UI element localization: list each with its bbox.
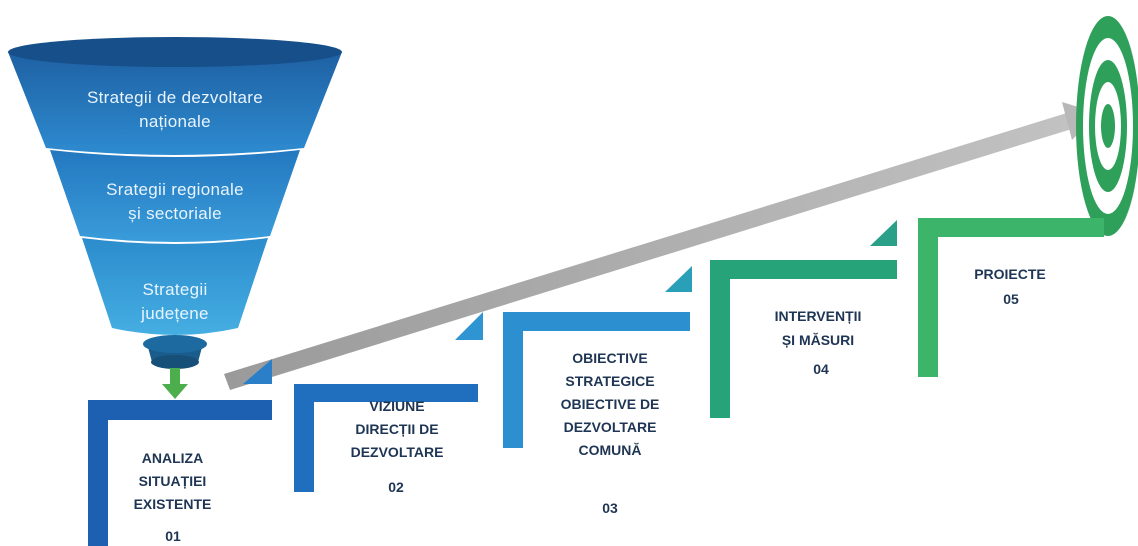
funnel-level-1-line-1: Strategii de dezvoltare: [86, 88, 264, 107]
step-bracket-02: [243, 359, 478, 492]
step-04-label: INTERVENȚII ȘI MĂSURI: [748, 304, 888, 352]
funnel: [8, 37, 342, 369]
funnel-level-1-line-2: naționale: [139, 112, 211, 131]
step-03-line-3: OBIECTIVE DE: [560, 396, 660, 412]
step-03-line-5: COMUNĂ: [578, 442, 642, 458]
funnel-level-3-line-2: județene: [141, 304, 209, 323]
down-arrow: [162, 368, 188, 399]
funnel-neck-bottom: [151, 355, 199, 369]
step-01-number: 01: [165, 528, 181, 544]
step-03-line-1: OBIECTIVE: [572, 350, 648, 366]
funnel-level-2-text: Srategii regionale și sectoriale: [76, 178, 274, 226]
step-03-label: OBIECTIVE STRATEGICE OBIECTIVE DE DEZVOL…: [530, 347, 690, 462]
step-01-line-2: SITUAȚIEI: [138, 473, 207, 489]
step-05-number: 05: [1003, 291, 1019, 307]
step-01-label: ANALIZA SITUAȚIEI EXISTENTE: [110, 447, 235, 516]
step-03-number: 03: [602, 500, 618, 516]
step-02-line-1: VIZIUNE: [369, 398, 425, 414]
step-01-line-3: EXISTENTE: [133, 496, 212, 512]
step-05-line-1: PROIECTE: [974, 266, 1046, 282]
step-02-number: 02: [388, 479, 404, 495]
step-05-label: PROIECTE: [955, 262, 1065, 286]
funnel-top-rim: [8, 37, 342, 67]
step-bracket-04: [665, 260, 897, 418]
funnel-level-3-line-1: Strategii: [142, 280, 208, 299]
step-bracket-01: [88, 400, 272, 546]
funnel-level-2-line-1: Srategii regionale: [106, 180, 244, 199]
step-03-line-2: STRATEGICE: [565, 373, 655, 389]
step-04-line-1: INTERVENȚII: [774, 308, 862, 324]
step-bracket-05: [870, 218, 1104, 377]
step-02-label: VIZIUNE DIRECȚII DE DEZVOLTARE: [322, 395, 472, 464]
funnel-level-3-text: Strategii județene: [110, 278, 240, 326]
funnel-level-1: [8, 41, 342, 155]
step-02-line-2: DIRECȚII DE: [355, 421, 439, 437]
step-01-line-1: ANALIZA: [141, 450, 204, 466]
target-icon: [1076, 16, 1138, 236]
step-04-line-2: ȘI MĂSURI: [781, 332, 855, 348]
funnel-neck-top: [143, 335, 207, 353]
funnel-level-2: [50, 150, 300, 242]
funnel-level-1-text: Strategii de dezvoltare naționale: [46, 86, 304, 134]
funnel-level-2-line-2: și sectoriale: [128, 204, 222, 223]
step-04-number: 04: [813, 361, 829, 377]
step-03-line-4: DEZVOLTARE: [563, 419, 657, 435]
step-02-line-3: DEZVOLTARE: [350, 444, 444, 460]
step-bracket-03: [455, 312, 690, 448]
funnel-level-3: [82, 238, 268, 335]
